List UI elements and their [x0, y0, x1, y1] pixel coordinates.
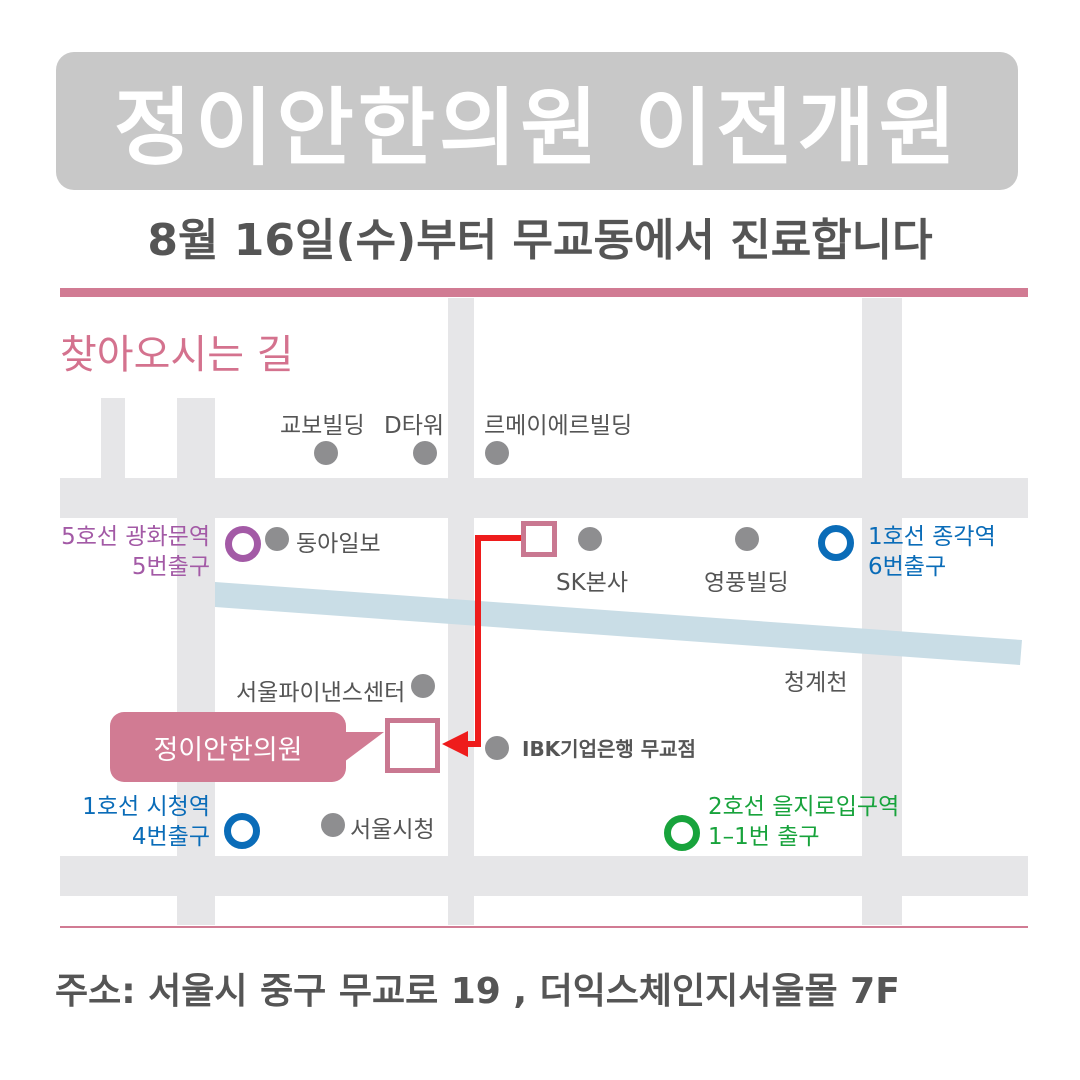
lemeilleur-building-label: 르메이에르빌딩 — [484, 413, 633, 439]
seoul-city-hall-label: 서울시청 — [350, 817, 435, 843]
d-tower-marker — [413, 441, 437, 465]
sk-hq-marker — [578, 527, 602, 551]
jonggak-station-marker — [818, 525, 854, 561]
city-hall-exit: 4번출구 — [131, 824, 210, 850]
kyobo-building-marker — [314, 441, 338, 465]
euljiro-station-marker — [664, 815, 700, 851]
jonggak-line: 1호선 종각역 — [868, 524, 996, 550]
city-hall-station-marker — [224, 813, 260, 849]
euljiro-line: 2호선 을지로입구역 — [708, 794, 900, 820]
lemeilleur-building-marker — [485, 441, 509, 465]
youngpoong-building-marker — [735, 527, 759, 551]
seoul-finance-center-label: 서울파이낸스센터 — [236, 680, 406, 706]
youngpoong-building-label: 영풍빌딩 — [704, 570, 789, 596]
start-exit-square — [521, 521, 557, 557]
ibk-bank-label: IBK기업은행 무교점 — [522, 737, 696, 761]
gwanghwamun-station-marker — [225, 526, 261, 562]
city-hall-station-label: 1호선 시청역 4번출구 — [40, 792, 210, 852]
city-hall-line: 1호선 시청역 — [82, 794, 210, 820]
donga-ilbo-marker — [265, 527, 289, 551]
sk-hq-label: SK본사 — [556, 570, 629, 596]
road-vertical-right — [862, 298, 902, 925]
seoul-finance-center-marker — [411, 674, 435, 698]
clinic-callout: 정이안한의원 — [110, 712, 346, 782]
clinic-building-square — [385, 718, 440, 773]
euljiro-station-label: 2호선 을지로입구역 1–1번 출구 — [708, 792, 899, 852]
d-tower-label: D타워 — [384, 413, 445, 439]
seoul-city-hall-marker — [321, 813, 345, 837]
address: 주소: 서울시 중구 무교로 19 , 더익스체인지서울몰 7F — [55, 971, 900, 1012]
clinic-callout-label: 정이안한의원 — [153, 734, 303, 766]
page-subtitle: 8월 16일(수)부터 무교동에서 진료합니다 — [147, 215, 933, 266]
title-banner: 정이안한의원 이전개원 — [56, 52, 1018, 190]
road-horizontal-bottom — [60, 856, 1028, 896]
jonggak-exit: 6번출구 — [868, 554, 947, 580]
road-horizontal-top — [60, 478, 1028, 518]
page-title: 정이안한의원 이전개원 — [113, 78, 961, 177]
ibk-bank-marker — [485, 736, 509, 760]
cheonggyecheon-label: 청계천 — [784, 670, 848, 696]
top-divider — [60, 288, 1028, 297]
road-vertical-far-left — [101, 398, 125, 478]
bottom-divider — [60, 926, 1028, 928]
donga-ilbo-label: 동아일보 — [296, 531, 381, 557]
jonggak-station-label: 1호선 종각역 6번출구 — [868, 522, 996, 582]
gwanghwamun-station-label: 5호선 광화문역 5번출구 — [40, 522, 210, 582]
gwanghwamun-line: 5호선 광화문역 — [61, 524, 210, 550]
section-title: 찾아오시는 길 — [60, 332, 294, 378]
gwanghwamun-exit: 5번출구 — [131, 554, 210, 580]
euljiro-exit: 1–1번 출구 — [708, 824, 820, 850]
clinic-callout-tail — [344, 732, 384, 762]
kyobo-building-label: 교보빌딩 — [280, 413, 365, 439]
